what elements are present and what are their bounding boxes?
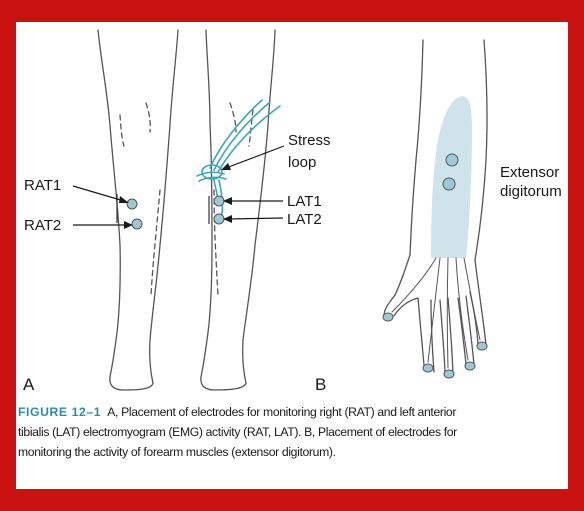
electrode-rat1 bbox=[127, 199, 137, 209]
label-extensor-line2: digitorum bbox=[500, 183, 562, 200]
panel-label-a: A bbox=[23, 375, 35, 394]
electrode-lat1 bbox=[214, 196, 224, 206]
label-rat1: RAT1 bbox=[24, 177, 61, 194]
label-stress-line2: loop bbox=[288, 154, 316, 171]
electrode-forearm-lower bbox=[443, 178, 455, 190]
electrode-lat2 bbox=[214, 214, 224, 224]
caption-line-1: FIGURE 12–1 A, Placement of electrodes f… bbox=[18, 402, 566, 422]
figure-caption: FIGURE 12–1 A, Placement of electrodes f… bbox=[18, 402, 566, 462]
caption-line-3: monitoring the activity of forearm muscl… bbox=[18, 442, 566, 462]
label-stress-line1: Stress bbox=[288, 132, 331, 149]
electrode-rat2 bbox=[132, 219, 142, 229]
leader-lines bbox=[73, 146, 284, 225]
extensor-muscle-region bbox=[431, 96, 472, 258]
finger-tendons bbox=[392, 258, 480, 368]
electrode-forearm-upper bbox=[446, 154, 458, 166]
label-lat2: LAT2 bbox=[287, 211, 322, 228]
label-extensor-line1: Extensor bbox=[500, 164, 559, 181]
left-leg-outline bbox=[201, 30, 275, 390]
caption-text-1: A, Placement of electrodes for monitorin… bbox=[107, 405, 456, 419]
caption-line-2: tibialis (LAT) electromyogram (EMG) acti… bbox=[18, 422, 566, 442]
label-lat1: LAT1 bbox=[287, 193, 322, 210]
panel-label-b: B bbox=[315, 375, 326, 394]
caption-figure-label: FIGURE 12–1 bbox=[18, 405, 101, 419]
label-rat2: RAT2 bbox=[24, 217, 61, 234]
right-leg-outline bbox=[98, 30, 178, 390]
